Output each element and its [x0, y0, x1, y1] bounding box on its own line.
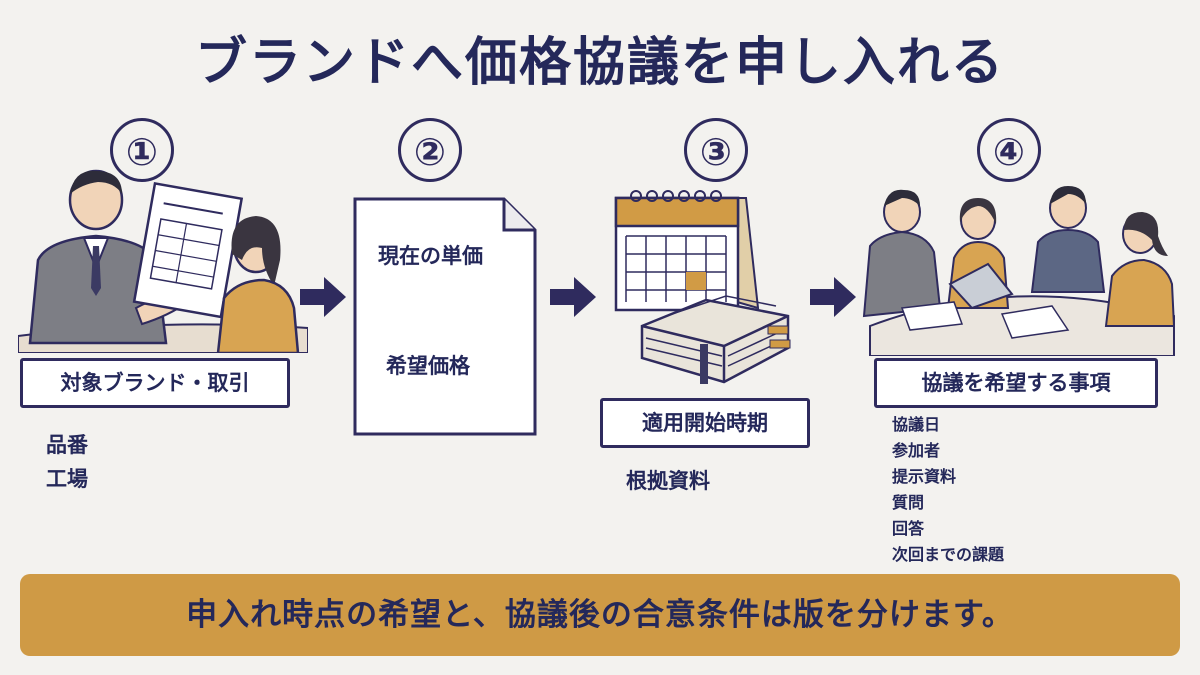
list-item: 工場 [46, 467, 88, 491]
step-4-label: 協議を希望する事項 [874, 358, 1158, 408]
calendar-icon [614, 190, 760, 312]
step-1-label: 対象ブランド・取引 [20, 358, 290, 408]
list-item: 参加者 [892, 441, 941, 460]
list-item: 次回までの課題 [892, 545, 1005, 564]
page-title: ブランドへ価格協議を申し入れる [194, 33, 1005, 93]
step-4-number: ④ [977, 118, 1041, 182]
arrow-right-icon [300, 277, 346, 317]
list-item: 質問 [892, 493, 925, 512]
step-2-number: ② [398, 118, 462, 182]
arrow-right-icon [810, 277, 856, 317]
team-meeting-icon [862, 186, 1176, 356]
step-1-list: 品番 工場 [46, 428, 88, 496]
step-1-number: ① [110, 118, 174, 182]
current-price-text: 現在の単価 [378, 244, 483, 268]
list-item: 協議日 [892, 415, 941, 434]
list-item: 根拠資料 [626, 469, 710, 493]
step-3-list: 根拠資料 [626, 466, 710, 496]
meeting-illustration-icon [18, 169, 308, 353]
desired-price-text: 希望価格 [386, 354, 470, 378]
list-item: 品番 [46, 433, 88, 457]
list-item: 回答 [892, 519, 925, 538]
arrow-right-icon [550, 277, 596, 317]
step-4-list: 協議日 参加者 提示資料 質問 回答 次回までの課題 [892, 412, 1004, 568]
list-item: 提示資料 [892, 467, 957, 486]
document-icon [353, 197, 537, 436]
step-3-label: 適用開始時期 [600, 398, 810, 448]
binder-stack-icon [640, 295, 791, 384]
step-3-number: ③ [684, 118, 748, 182]
bottom-banner: 申入れ時点の希望と、協議後の合意条件は版を分けます。 [20, 574, 1180, 656]
